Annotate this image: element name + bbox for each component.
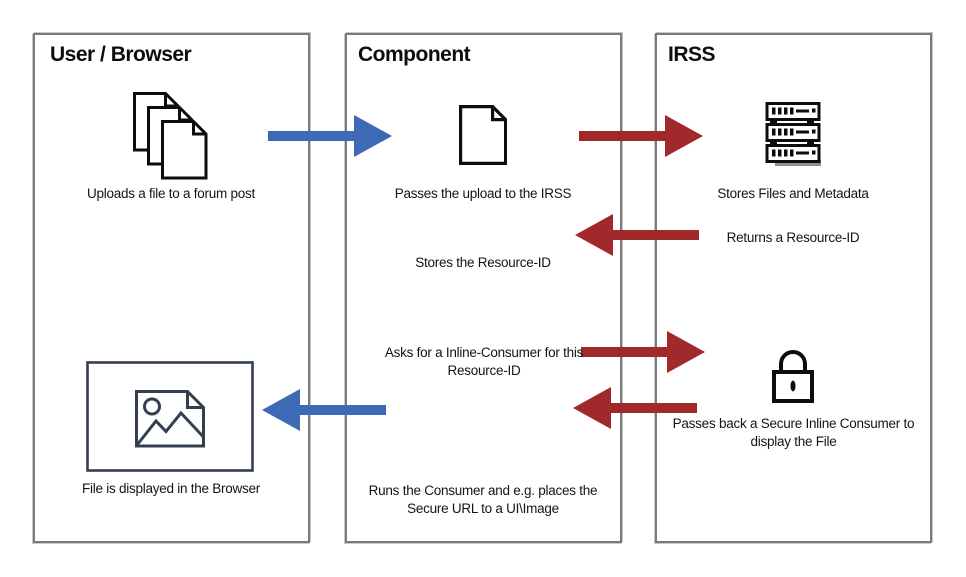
label-asks-inline-consumer: Asks for a Inline-Consumer for this Reso…	[384, 345, 584, 378]
column-title-irss: IRSS	[668, 43, 716, 66]
document-icon	[459, 105, 507, 165]
label-uploads-file: Uploads a file to a forum post	[86, 186, 256, 201]
image-preview-icon	[86, 361, 254, 472]
arrow-user-to-component	[268, 115, 392, 157]
arrow-irss-to-component-resource-id	[575, 214, 699, 256]
server-rack-icon	[765, 102, 821, 166]
arrow-irss-to-component-consumer	[573, 387, 697, 429]
label-passes-upload: Passes the upload to the IRSS	[394, 186, 572, 201]
lock-icon	[772, 350, 814, 403]
arrow-component-to-irss-ask-consumer	[581, 331, 705, 373]
arrow-component-to-irss-upload	[579, 115, 703, 157]
column-title-component: Component	[358, 43, 471, 66]
label-runs-consumer: Runs the Consumer and e.g. places the Se…	[368, 483, 598, 516]
label-passes-back-consumer: Passes back a Secure Inline Consumer to …	[672, 416, 915, 449]
label-stores-resource-id: Stores the Resource-ID	[415, 255, 551, 270]
stacked-documents-icon	[133, 92, 208, 180]
label-stores-files-metadata: Stores Files and Metadata	[717, 186, 869, 201]
label-file-displayed: File is displayed in the Browser	[81, 481, 261, 496]
label-returns-resource-id: Returns a Resource-ID	[726, 230, 860, 245]
arrow-component-to-user-display	[262, 389, 386, 431]
column-title-user-browser: User / Browser	[50, 43, 192, 66]
